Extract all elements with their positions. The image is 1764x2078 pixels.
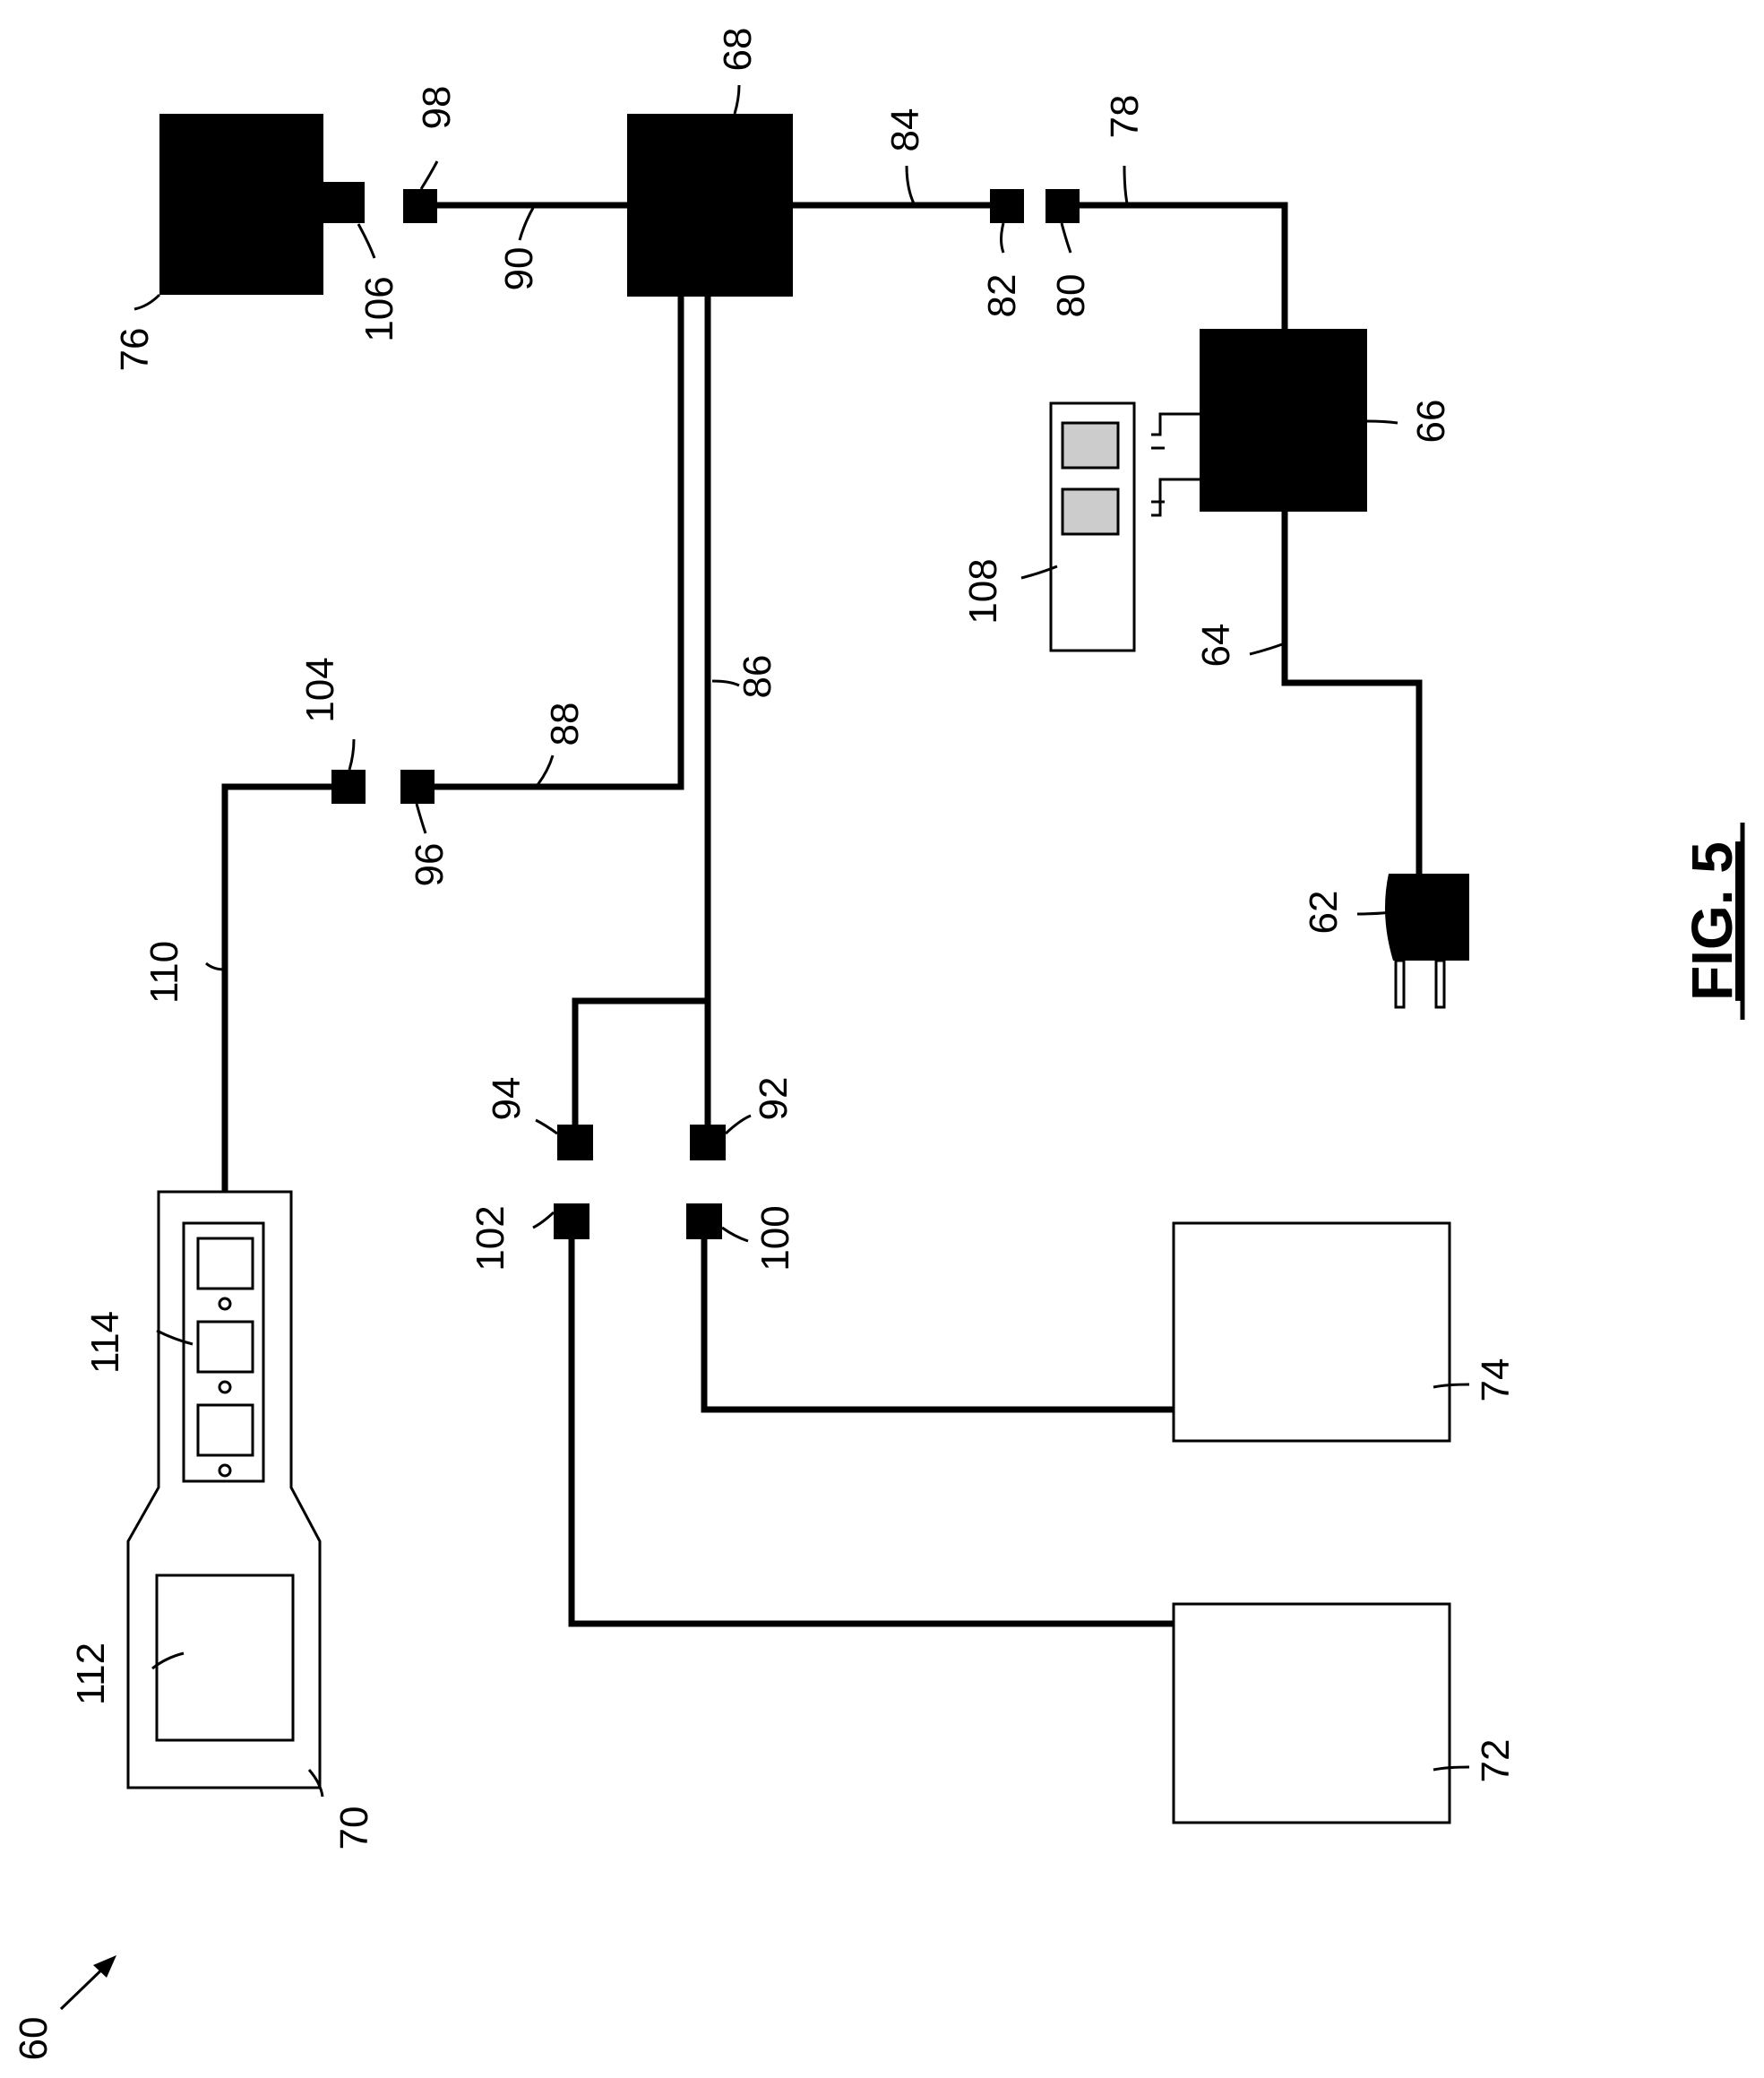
box-76 — [159, 114, 323, 295]
label-100: 100 — [753, 1205, 797, 1271]
leader-106 — [358, 224, 374, 258]
label-62: 62 — [1302, 891, 1346, 935]
leader-104 — [349, 739, 354, 770]
leader-68 — [735, 85, 739, 114]
label-86: 86 — [736, 655, 779, 699]
leader-84 — [907, 166, 914, 203]
card-contact-1 — [1151, 414, 1200, 435]
leader-88 — [538, 755, 553, 785]
port-106 — [318, 182, 365, 223]
label-96: 96 — [408, 843, 452, 887]
cable-78 — [1080, 205, 1285, 329]
card-108-slot-1 — [1063, 423, 1118, 468]
cord-64 — [1285, 512, 1419, 874]
key-1-dot — [219, 1298, 230, 1309]
label-78: 78 — [1103, 95, 1147, 139]
label-114: 114 — [83, 1311, 127, 1374]
label-92: 92 — [752, 1077, 796, 1121]
card-108-slot-2 — [1063, 489, 1118, 534]
connector-98 — [403, 189, 437, 223]
card-contact-2 — [1151, 479, 1200, 515]
leader-66 — [1367, 421, 1398, 423]
leader-82 — [1002, 223, 1004, 253]
screen-112 — [157, 1575, 293, 1740]
connector-100 — [686, 1203, 722, 1239]
leader-80 — [1062, 223, 1071, 253]
leader-62 — [1357, 912, 1393, 914]
leader-94 — [536, 1120, 557, 1134]
leader-92 — [726, 1116, 751, 1134]
label-64: 64 — [1194, 624, 1238, 668]
connector-94 — [557, 1125, 593, 1160]
plug-prong-2 — [1436, 961, 1444, 1007]
label-74: 74 — [1474, 1358, 1518, 1402]
connector-102 — [554, 1203, 589, 1239]
cable-to-72 — [572, 1237, 1174, 1624]
plug-prong-1 — [1396, 961, 1404, 1007]
label-102: 102 — [469, 1205, 512, 1271]
leader-100 — [722, 1228, 748, 1241]
key-1 — [198, 1238, 253, 1289]
key-2-dot — [219, 1382, 230, 1393]
label-112: 112 — [69, 1643, 113, 1705]
key-3 — [198, 1405, 253, 1455]
box-68 — [627, 114, 793, 297]
label-82: 82 — [980, 274, 1024, 318]
key-3-dot — [219, 1465, 230, 1476]
label-104: 104 — [298, 657, 342, 722]
connector-104 — [331, 770, 366, 804]
label-110: 110 — [142, 941, 186, 1004]
connector-80 — [1045, 189, 1080, 223]
connector-82 — [990, 189, 1024, 223]
leader-76 — [134, 295, 159, 309]
label-90: 90 — [497, 247, 541, 291]
box-74 — [1174, 1223, 1450, 1441]
plug-62 — [1385, 874, 1469, 961]
leader-102 — [533, 1212, 554, 1228]
label-84: 84 — [883, 108, 927, 152]
figure-caption: FIG. 5 — [1680, 841, 1744, 1001]
label-108: 108 — [961, 558, 1005, 624]
cable-86-branch — [575, 1001, 708, 1125]
label-94: 94 — [485, 1077, 529, 1121]
leader-96 — [417, 804, 426, 833]
cable-110 — [225, 787, 331, 1192]
label-68: 68 — [716, 28, 760, 72]
label-76: 76 — [113, 328, 157, 372]
label-70: 70 — [332, 1806, 376, 1850]
box-66 — [1200, 329, 1367, 512]
connector-92 — [690, 1125, 726, 1160]
leader-98 — [421, 161, 437, 189]
label-106: 106 — [357, 276, 401, 341]
label-60: 60 — [12, 2017, 56, 2061]
connector-96 — [400, 770, 435, 804]
label-72: 72 — [1474, 1739, 1518, 1783]
box-72 — [1174, 1604, 1450, 1823]
key-2 — [198, 1322, 253, 1372]
leader-90 — [520, 208, 533, 240]
label-66: 66 — [1409, 400, 1453, 444]
label-80: 80 — [1049, 274, 1093, 318]
leader-78 — [1124, 166, 1127, 203]
leader-64 — [1250, 643, 1285, 654]
label-98: 98 — [415, 86, 459, 130]
label-88: 88 — [543, 703, 587, 746]
